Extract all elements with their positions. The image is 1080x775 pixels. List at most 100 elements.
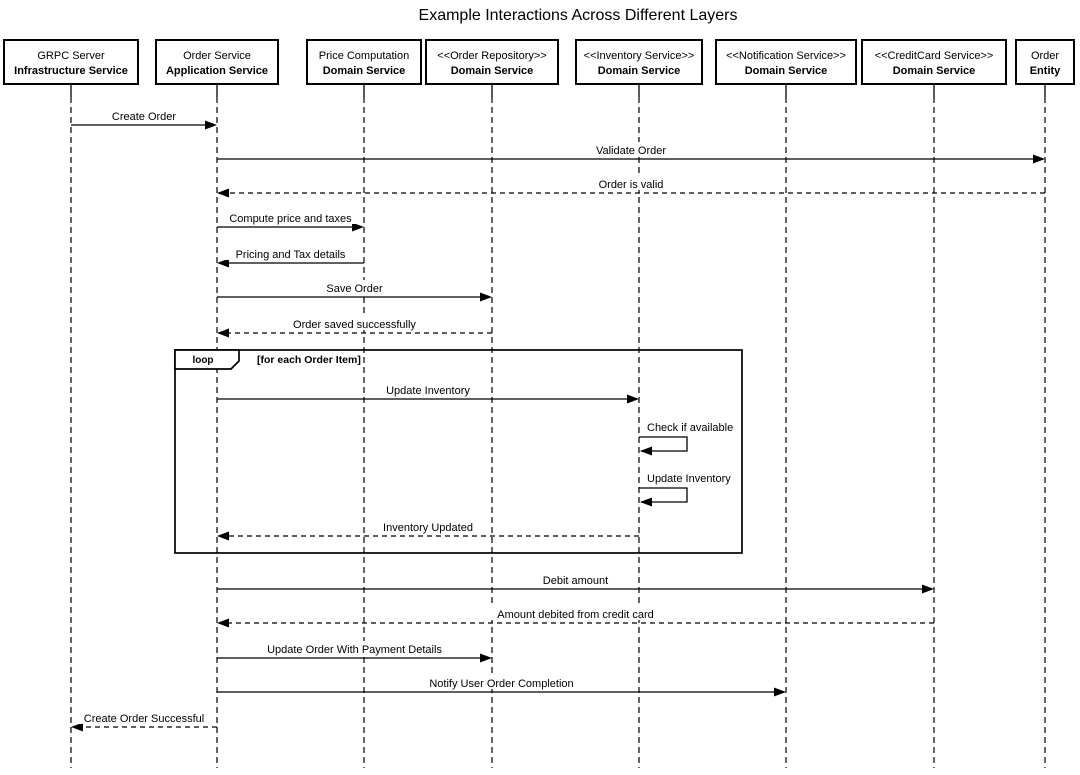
- message-label-background: [587, 176, 675, 190]
- message-label: Amount debited from credit card: [497, 609, 654, 621]
- message-order-is-valid: Order is valid: [217, 176, 1045, 198]
- loop-operator-label: loop: [192, 355, 213, 366]
- message-label-background: [322, 280, 387, 294]
- message-arrowhead: [640, 497, 652, 507]
- message-arrowhead: [217, 188, 229, 198]
- message-order-saved-successfully: Order saved successfully: [217, 316, 492, 338]
- participant-notification-service: <<Notification Service>> Domain Service: [715, 39, 857, 768]
- participant-box: [575, 39, 703, 85]
- loop-guard-label: [for each Order Item]: [257, 354, 361, 366]
- participant-name: <<CreditCard Service>>: [875, 50, 994, 62]
- message-arrowhead: [480, 653, 492, 663]
- participant-layer: Infrastructure Service: [14, 65, 128, 77]
- message-arrowhead: [352, 222, 364, 232]
- message-label-background: [105, 108, 183, 122]
- message-label-background: [483, 606, 668, 620]
- message-label: Compute price and taxes: [229, 213, 352, 225]
- participant-layer: Domain Service: [893, 65, 976, 77]
- message-amount-debited-from-credit-card: Amount debited from credit card: [217, 606, 934, 628]
- message-arrowhead: [922, 584, 934, 594]
- message-label: Pricing and Tax details: [236, 249, 346, 261]
- message-label: Inventory Updated: [383, 522, 473, 534]
- participant-box: [1015, 39, 1075, 85]
- message-label-background: [220, 210, 361, 224]
- message-label: Validate Order: [596, 145, 666, 157]
- message-arrowhead: [627, 394, 639, 404]
- message-arrowhead: [217, 328, 229, 338]
- message-update-inventory: Update Inventory: [217, 382, 639, 404]
- message-label-background: [282, 316, 427, 330]
- message-pricing-and-tax-details: Pricing and Tax details: [217, 246, 364, 268]
- message-arrowhead: [217, 531, 229, 541]
- participant-creditcard-service: <<CreditCard Service>> Domain Service: [861, 39, 1007, 768]
- message-save-order: Save Order: [217, 280, 492, 302]
- message-label: Order is valid: [599, 179, 664, 191]
- message-line: [639, 436, 688, 452]
- message-inventory-updated: Inventory Updated: [217, 519, 639, 541]
- participant-layer: Domain Service: [323, 65, 406, 77]
- message-label: Update Inventory: [386, 385, 470, 397]
- message-validate-order: Validate Order: [217, 142, 1045, 164]
- message-label-background: [256, 641, 453, 655]
- message-label: Create Order: [112, 111, 177, 123]
- loop-fragment-border: [174, 349, 743, 554]
- message-arrowhead: [640, 446, 652, 456]
- participant-box: [715, 39, 857, 85]
- participant-layer: Entity: [1030, 65, 1061, 77]
- participant-layer: Domain Service: [451, 65, 534, 77]
- message-label: Debit amount: [543, 575, 608, 587]
- message-label: Update Inventory: [647, 473, 731, 485]
- message-label-background: [378, 382, 478, 396]
- message-label-background: [587, 142, 675, 156]
- message-label-background: [74, 710, 214, 724]
- message-update-inventory: Update Inventory: [639, 473, 731, 507]
- diagram-title: Example Interactions Across Different La…: [419, 7, 738, 24]
- message-check-if-available: Check if available: [639, 422, 733, 456]
- message-arrowhead: [1033, 154, 1045, 164]
- message-arrowhead: [217, 258, 229, 268]
- message-arrowhead: [774, 687, 786, 697]
- message-compute-price-and-taxes: Compute price and taxes: [217, 210, 364, 232]
- participant-box: [425, 39, 559, 85]
- message-label-background: [220, 246, 361, 260]
- participant-name: Order: [1031, 50, 1059, 62]
- participant-layer: Domain Service: [745, 65, 828, 77]
- message-create-order-successful: Create Order Successful: [71, 710, 217, 732]
- message-arrowhead: [71, 722, 83, 732]
- participant-layer: Application Service: [166, 65, 268, 77]
- message-debit-amount: Debit amount: [217, 572, 934, 594]
- participant-box: [861, 39, 1007, 85]
- message-label: Save Order: [326, 283, 383, 295]
- message-label-background: [375, 519, 481, 533]
- message-arrowhead: [205, 120, 217, 130]
- message-label: Update Order With Payment Details: [267, 644, 442, 656]
- loop-fragment: loop [for each Order Item]: [174, 349, 743, 554]
- message-update-order-with-payment-details: Update Order With Payment Details: [217, 641, 492, 663]
- message-label: Order saved successfully: [293, 319, 416, 331]
- participant-name: <<Notification Service>>: [726, 50, 846, 62]
- message-label: Check if available: [647, 422, 733, 434]
- participant-name: <<Inventory Service>>: [584, 50, 695, 62]
- participant-name: <<Order Repository>>: [437, 50, 546, 62]
- participant-layer: Domain Service: [598, 65, 681, 77]
- participant-inventory-service: <<Inventory Service>> Domain Service: [575, 39, 703, 768]
- loop-operator-tab: [174, 349, 240, 370]
- fragments-layer: loop [for each Order Item]: [174, 349, 743, 554]
- message-arrowhead: [217, 618, 229, 628]
- participant-box: [306, 39, 422, 85]
- message-line: [639, 487, 688, 503]
- participant-name: Order Service: [183, 50, 251, 62]
- participant-order-repository: <<Order Repository>> Domain Service: [425, 39, 559, 768]
- message-create-order: Create Order: [71, 108, 217, 130]
- message-label-background: [417, 675, 586, 689]
- message-arrowhead: [480, 292, 492, 302]
- participant-box: [3, 39, 139, 85]
